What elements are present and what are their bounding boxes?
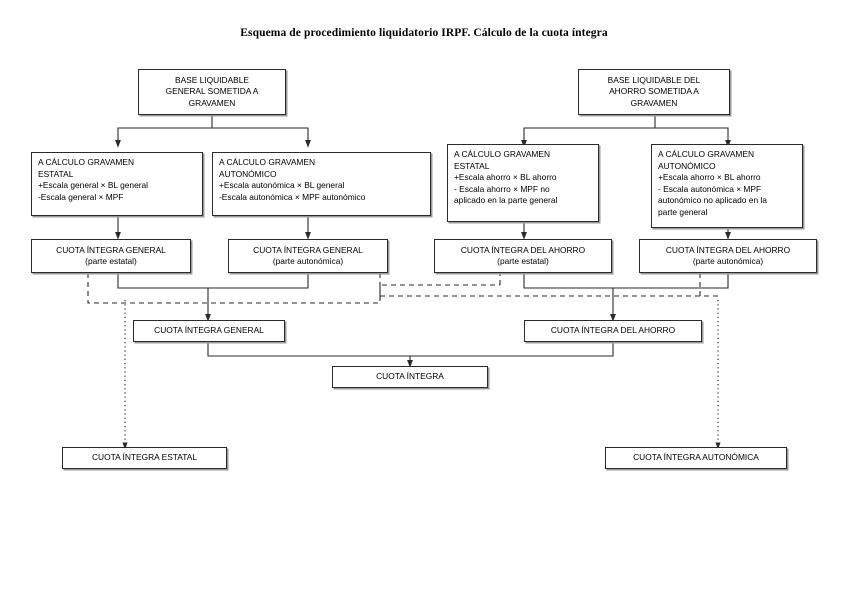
node-cuota-integra-general-estatal: CUOTA ÍNTEGRA GENERAL (parte estatal): [31, 239, 191, 273]
node-line: A CÁLCULO GRAVAMEN: [219, 157, 316, 167]
node-cuota-integra-estatal: CUOTA ÍNTEGRA ESTATAL: [62, 447, 227, 469]
node-line: autonómico no aplicado en la: [658, 195, 767, 205]
node-calculo-gravamen-estatal-general: A CÁLCULO GRAVAMEN ESTATAL +Escala gener…: [31, 152, 203, 216]
node-line: BASE LIQUIDABLE DEL: [607, 74, 701, 85]
node-line: A CÁLCULO GRAVAMEN: [454, 149, 551, 159]
node-cuota-integra-general-autonomica: CUOTA ÍNTEGRA GENERAL (parte autonómica): [228, 239, 388, 273]
node-subtitle: (parte autonómica): [272, 256, 344, 266]
node-line: GRAVAMEN: [188, 97, 236, 108]
node-line: - Escala autonómica × MPF: [658, 183, 762, 194]
node-calculo-gravamen-autonomico-general: A CÁLCULO GRAVAMEN AUTONÓMICO +Escala au…: [212, 152, 431, 216]
node-line: GRAVAMEN: [630, 97, 678, 108]
node-subtitle: (parte estatal): [497, 256, 549, 266]
node-line: A CÁLCULO GRAVAMEN: [658, 149, 755, 159]
node-title: CUOTA ÍNTEGRA DEL AHORRO: [460, 244, 586, 255]
node-cuota-integra: CUOTA ÍNTEGRA: [332, 366, 488, 388]
node-title: CUOTA ÍNTEGRA GENERAL: [56, 244, 166, 255]
node-line: AUTONÓMICO: [658, 160, 716, 171]
node-line: -Escala autonómica × MPF autonómico: [219, 191, 366, 202]
node-line: GENERAL SOMETIDA A: [165, 86, 259, 97]
node-cuota-integra-autonomica: CUOTA ÍNTEGRA AUTONÓMICA: [605, 447, 787, 469]
node-title: CUOTA ÍNTEGRA ESTATAL: [91, 452, 197, 463]
node-title: CUOTA ÍNTEGRA: [376, 371, 444, 382]
node-title: CUOTA ÍNTEGRA AUTONÓMICA: [633, 452, 759, 463]
node-base-liquidable-general: BASE LIQUIDABLE GENERAL SOMETIDA A GRAVA…: [138, 69, 286, 115]
node-line: aplicado en la parte general: [454, 195, 558, 205]
node-subtitle: (parte autonómica): [692, 256, 764, 266]
node-line: +Escala ahorro × BL ahorro: [454, 172, 557, 182]
node-line: AUTONÓMICO: [219, 168, 277, 179]
node-line: A CÁLCULO GRAVAMEN: [38, 157, 135, 167]
node-title: CUOTA ÍNTEGRA GENERAL: [253, 244, 363, 255]
node-line: parte general: [658, 206, 708, 217]
node-title: CUOTA ÍNTEGRA DEL AHORRO: [665, 244, 791, 255]
node-cuota-integra-general: CUOTA ÍNTEGRA GENERAL: [133, 320, 285, 342]
node-line: +Escala autonómica × BL general: [219, 180, 345, 190]
node-line: BASE LIQUIDABLE: [174, 74, 249, 85]
node-line: +Escala ahorro × BL ahorro: [658, 172, 761, 182]
node-line: ESTATAL: [454, 160, 490, 171]
node-cuota-integra-ahorro-autonomica: CUOTA ÍNTEGRA DEL AHORRO (parte autonómi…: [639, 239, 817, 273]
node-line: AHORRO SOMETIDA A: [609, 86, 699, 97]
node-subtitle: (parte estatal): [85, 256, 137, 266]
node-line: -Escala general × MPF: [38, 191, 124, 202]
node-title: CUOTA ÍNTEGRA DEL AHORRO: [550, 325, 676, 336]
node-calculo-gravamen-estatal-ahorro: A CÁLCULO GRAVAMEN ESTATAL +Escala ahorr…: [447, 144, 599, 222]
node-cuota-integra-ahorro: CUOTA ÍNTEGRA DEL AHORRO: [524, 320, 702, 342]
node-title: CUOTA ÍNTEGRA GENERAL: [154, 325, 264, 336]
node-cuota-integra-ahorro-estatal: CUOTA ÍNTEGRA DEL AHORRO (parte estatal): [434, 239, 612, 273]
node-line: - Escala ahorro × MPF no: [454, 183, 550, 194]
node-calculo-gravamen-autonomico-ahorro: A CÁLCULO GRAVAMEN AUTONÓMICO +Escala ah…: [651, 144, 803, 228]
node-base-liquidable-ahorro: BASE LIQUIDABLE DEL AHORRO SOMETIDA A GR…: [578, 69, 730, 115]
node-line: ESTATAL: [38, 168, 74, 179]
node-line: +Escala general × BL general: [38, 180, 149, 190]
page-title: Esquema de procedimiento liquidatorio IR…: [240, 27, 608, 39]
